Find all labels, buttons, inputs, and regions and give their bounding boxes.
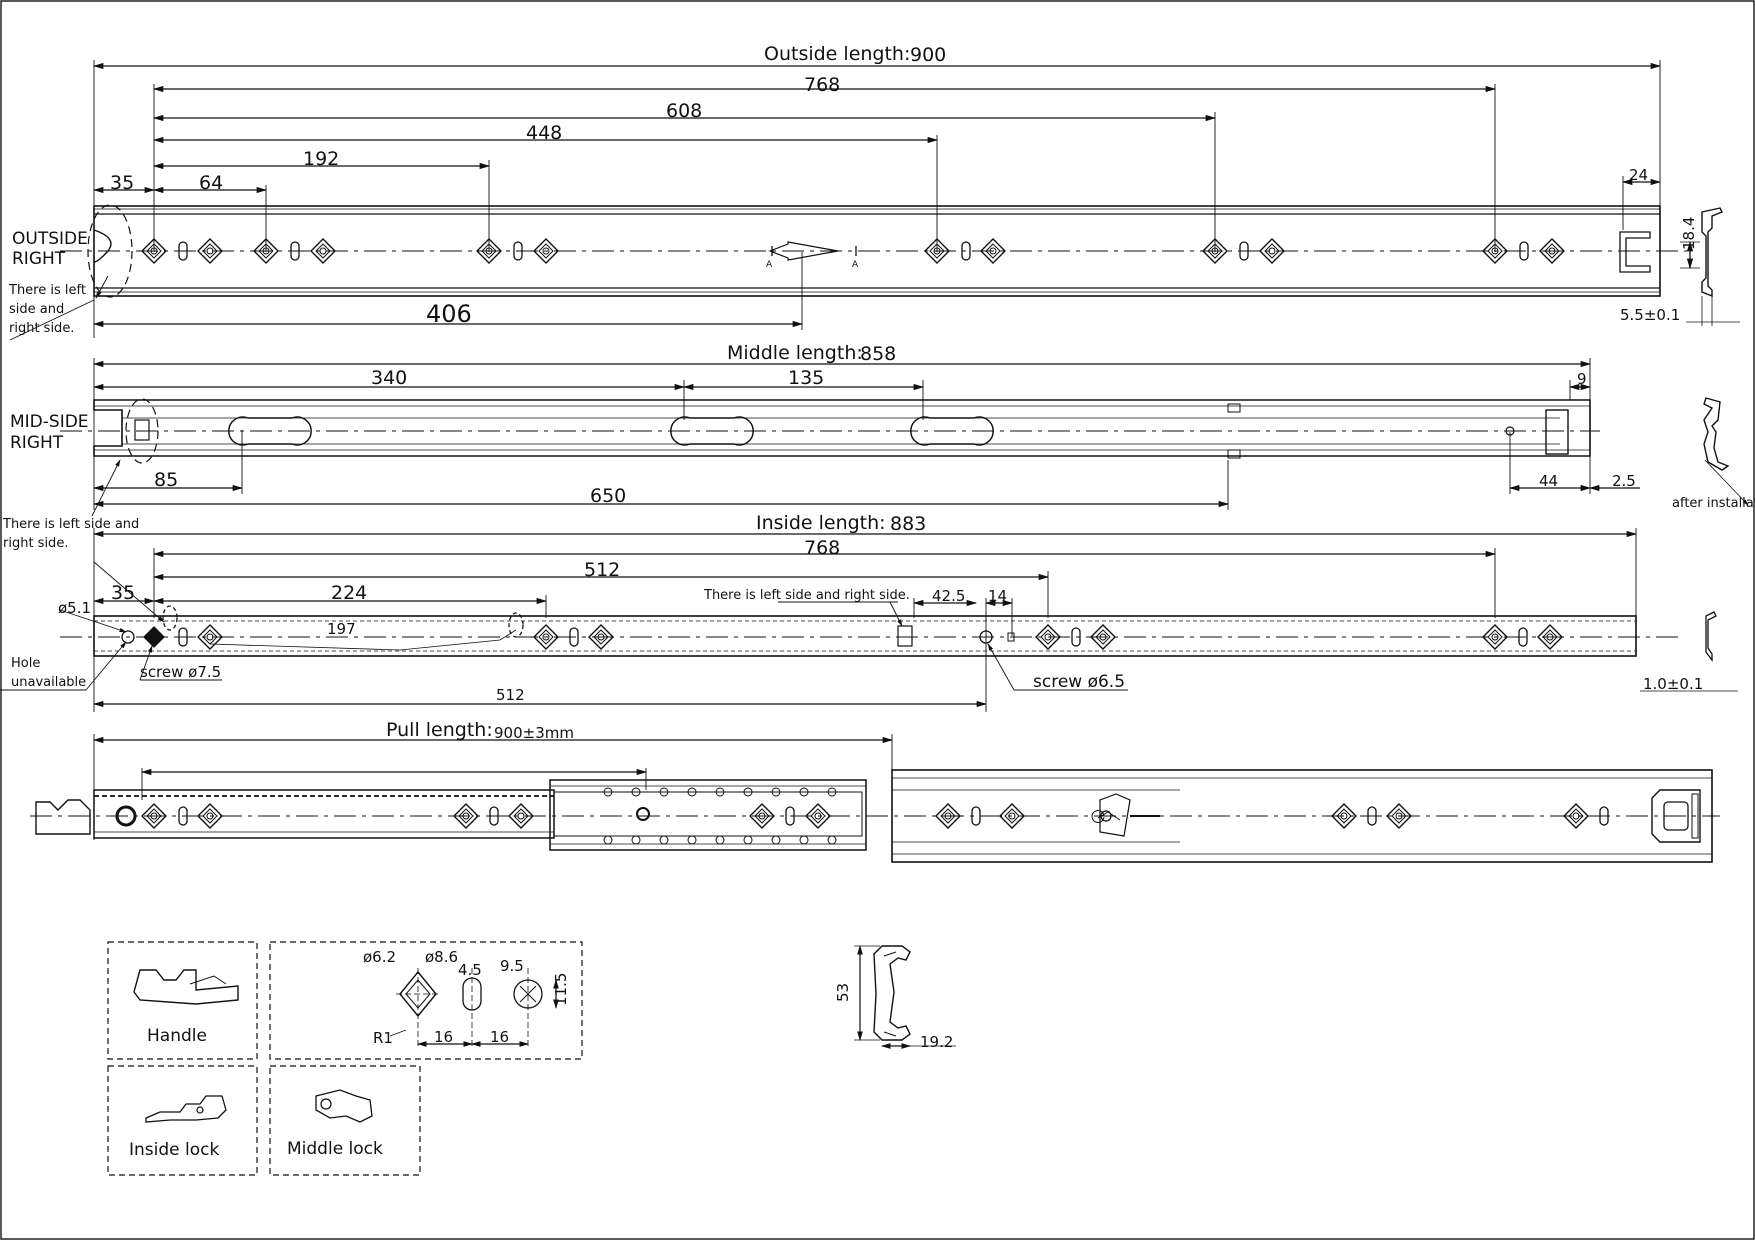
- dim-135: 135: [788, 367, 824, 389]
- after-installation-label: after installation: [1672, 496, 1755, 511]
- dim-5-5: 5.5±0.1: [1620, 306, 1680, 324]
- inside-length-value: 883: [890, 513, 926, 535]
- middle-length-value: 858: [860, 343, 896, 365]
- inside-rail-text: Inside length: 883 768 512 224 35 ø5.1 1…: [11, 512, 1703, 704]
- pull-length-value: 900±3mm: [494, 724, 574, 742]
- dim-35-inside: 35: [111, 582, 135, 604]
- dim-192: 192: [303, 148, 339, 170]
- dim-35: 35: [110, 172, 134, 194]
- middle-note-1: There is left side and: [2, 517, 139, 532]
- middle-side-label-2: RIGHT: [10, 433, 64, 453]
- dim-9-5: 9.5: [500, 957, 524, 975]
- outside-note-2: side and: [9, 302, 64, 317]
- hole-unavailable-2: unavailable: [11, 675, 86, 690]
- hole-unavailable-1: Hole: [11, 656, 40, 671]
- dim-19-2: 19.2: [920, 1033, 953, 1051]
- outside-length-value: 900: [910, 44, 946, 66]
- detail-boxes: [107, 941, 956, 1176]
- dim-42-5: 42.5: [932, 587, 965, 605]
- inside-rail-section: [0, 528, 1738, 712]
- dim-197: 197: [327, 620, 356, 638]
- dim-14: 14: [988, 587, 1007, 605]
- radius-r1: R1: [373, 1029, 393, 1047]
- dim-2-5: 2.5: [1612, 472, 1636, 490]
- pull-length-label: Pull length:: [386, 719, 493, 741]
- screw-6-5-label: screw ø6.5: [1033, 672, 1125, 692]
- pull-assembly-section: [30, 734, 1720, 863]
- middle-note-2: right side.: [3, 536, 68, 551]
- middle-rail-section: [60, 358, 1749, 517]
- dim-768: 768: [804, 74, 840, 96]
- dim-340: 340: [371, 367, 407, 389]
- dim-1-0: 1.0±0.1: [1643, 675, 1703, 693]
- dim-16-a: 16: [434, 1028, 453, 1046]
- outside-rail-text: Outside length: 900 768 608 448 192 64 3…: [8, 43, 1698, 336]
- dim-768-inside: 768: [804, 537, 840, 559]
- middle-rail-text: Middle length: 858 340 135 9 85 650 44 2…: [2, 342, 1755, 551]
- dim-9: 9: [1577, 370, 1587, 388]
- inside-lock-label: Inside lock: [129, 1140, 219, 1160]
- dim-64: 64: [199, 172, 223, 194]
- outside-side-label-2: RIGHT: [12, 249, 66, 269]
- handle-label: Handle: [147, 1026, 207, 1046]
- dim-5-1: ø5.1: [58, 599, 91, 617]
- middle-length-label: Middle length:: [727, 342, 863, 364]
- section-mark-a-left: A: [766, 260, 773, 270]
- outside-note-1: There is left: [8, 283, 86, 298]
- dim-650: 650: [590, 485, 626, 507]
- section-mark-a-right: A: [852, 260, 859, 270]
- dim-16-b: 16: [490, 1028, 509, 1046]
- middle-side-label-1: MID-SIDE: [10, 412, 89, 432]
- outside-note-3: right side.: [9, 321, 74, 336]
- dim-18-4: 18.4: [1680, 217, 1698, 250]
- dim-512-bottom: 512: [496, 686, 525, 704]
- dim-11-5: 11.5: [552, 973, 570, 1006]
- dim-85: 85: [154, 469, 178, 491]
- pull-text: Pull length: 900±3mm: [386, 719, 574, 742]
- dim-448: 448: [526, 122, 562, 144]
- dim-512-top: 512: [584, 559, 620, 581]
- dim-24: 24: [1629, 166, 1648, 184]
- detail-text: Handle Inside lock Middle lock ø6.2 ø8.6…: [129, 948, 953, 1160]
- inside-length-label: Inside length:: [756, 512, 886, 534]
- middle-lock-label: Middle lock: [287, 1139, 383, 1159]
- dim-224: 224: [331, 582, 367, 604]
- screw-7-5-label: screw ø7.5: [140, 663, 221, 681]
- inside-note-lr: There is left side and right side.: [703, 588, 910, 603]
- outside-length-label: Outside length:: [764, 43, 910, 65]
- dim-608: 608: [666, 100, 702, 122]
- dim-4-5: 4.5: [458, 961, 482, 979]
- outside-side-label-1: OUTSIDE: [12, 229, 88, 249]
- dim-8-6: ø8.6: [425, 948, 458, 966]
- dim-406: 406: [426, 300, 472, 328]
- outside-rail-section: [9, 60, 1740, 341]
- dim-6-2: ø6.2: [363, 948, 396, 966]
- dim-44: 44: [1539, 472, 1558, 490]
- dim-53: 53: [834, 983, 852, 1002]
